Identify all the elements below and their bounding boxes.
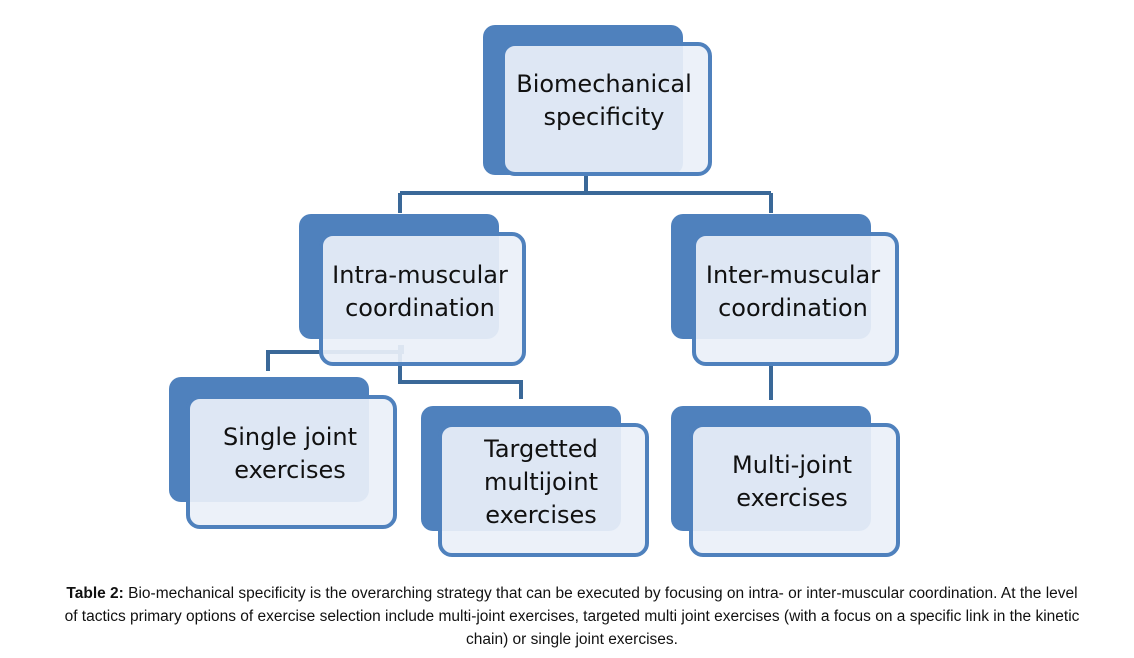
node-root: Biomechanical specificity [483, 25, 712, 176]
node-targetted-label-line: exercises [485, 501, 597, 529]
figure-caption: Table 2: Bio-mechanical specificity is t… [60, 582, 1084, 651]
node-intra: Intra-muscular coordination [299, 214, 526, 366]
node-multi-box [689, 423, 900, 557]
node-inter-box [692, 232, 899, 366]
node-multi-label-line: exercises [736, 484, 848, 512]
node-single-label-line: Single joint [223, 423, 357, 451]
node-multi-label: Multi-joint exercises [732, 451, 852, 512]
node-multi: Multi-joint exercises [671, 406, 900, 557]
node-targetted-label-line: Targetted [483, 435, 598, 463]
node-root-label-line: Biomechanical [516, 70, 692, 98]
node-inter-label-line: Inter-muscular [706, 261, 880, 289]
node-targetted: Targetted multijoint exercises [421, 406, 649, 557]
node-intra-label: Intra-muscular coordination [332, 261, 508, 322]
node-intra-label-line: Intra-muscular [332, 261, 508, 289]
node-targetted-label: Targetted multijoint exercises [483, 435, 598, 529]
node-root-label-line: specificity [544, 103, 665, 131]
node-single: Single joint exercises [169, 377, 397, 529]
node-single-label: Single joint exercises [223, 423, 357, 484]
node-targetted-label-line: multijoint [484, 468, 598, 496]
node-multi-label-line: Multi-joint [732, 451, 852, 479]
node-intra-label-line: coordination [345, 294, 495, 322]
caption-label: Table 2: [66, 585, 124, 602]
node-single-label-line: exercises [234, 456, 346, 484]
node-inter-label-line: coordination [718, 294, 868, 322]
node-root-box [501, 42, 712, 176]
node-targetted-box [438, 423, 649, 557]
connector-root-children [398, 174, 773, 213]
node-root-label: Biomechanical specificity [516, 70, 692, 131]
node-inter-label: Inter-muscular coordination [706, 261, 880, 322]
caption-text: Bio-mechanical specificity is the overar… [64, 585, 1080, 648]
node-inter: Inter-muscular coordination [671, 214, 899, 366]
node-intra-box [319, 232, 526, 366]
node-single-box [186, 395, 397, 529]
